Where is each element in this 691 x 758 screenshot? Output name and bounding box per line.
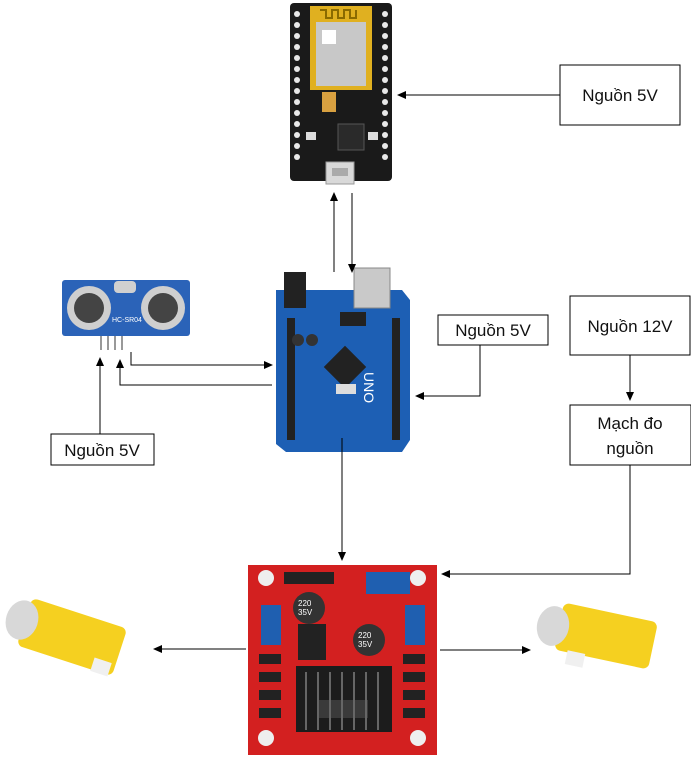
arduino-power-box: Nguồn 5V: [437, 314, 549, 346]
dc-motor-right: [536, 603, 657, 669]
connectors: [96, 91, 634, 654]
l298n-driver-board: 220 35V 220 35V: [248, 565, 437, 755]
measure-circuit-box: Mạch đo nguồn: [569, 404, 691, 466]
cap1-voltage: 35V: [298, 608, 313, 617]
arrow-sensor-to-arduino: [130, 352, 273, 369]
sensor-model-text: HC-SR04: [112, 317, 142, 324]
cap1-value: 220: [298, 599, 312, 608]
sensor-power-box: Nguồn 5V: [50, 433, 155, 466]
measure-label-line1: Mạch đo: [597, 414, 662, 433]
power-12v-label: Nguồn 12V: [587, 317, 673, 336]
arrow-arduino-to-sensor: [116, 359, 272, 386]
sensor-power-label: Nguồn 5V: [64, 441, 140, 460]
measure-label-line2: nguồn: [606, 439, 653, 458]
dc-motor-left: [5, 599, 126, 677]
power-12v-box: Nguồn 12V: [569, 295, 691, 356]
arrow-measure-to-driver: [441, 465, 631, 578]
esp-power-box: Nguồn 5V: [559, 64, 681, 126]
arduino-power-label: Nguồn 5V: [455, 321, 531, 340]
arrow-arduino-power: [415, 345, 481, 400]
cap2-value: 220: [358, 631, 372, 640]
esp8266-board: [290, 3, 392, 185]
cap2-voltage: 35V: [358, 640, 373, 649]
arduino-model-text: UNO: [361, 372, 377, 403]
hc-sr04-sensor: HC-SR04: [62, 280, 190, 350]
esp-power-label: Nguồn 5V: [582, 86, 658, 105]
arduino-uno-board: UNO: [276, 267, 410, 452]
